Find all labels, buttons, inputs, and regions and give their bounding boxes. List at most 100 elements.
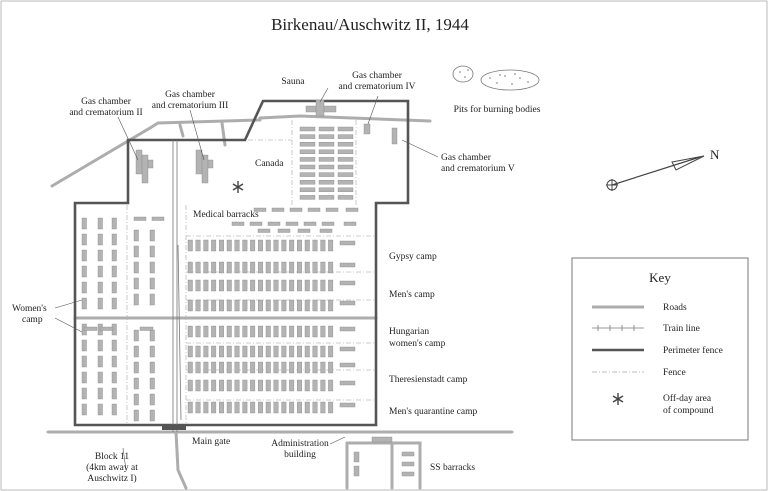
barrack (218, 239, 224, 252)
barrack (320, 239, 326, 252)
label-block-11-line1: Block 11 (95, 452, 129, 462)
label-ss-barracks: SS barracks (430, 463, 475, 473)
barrack (339, 362, 356, 368)
barrack (195, 325, 201, 338)
barrack (242, 361, 248, 374)
barrack (328, 325, 334, 338)
barrack (81, 297, 87, 310)
barrack (242, 239, 248, 252)
label-hungarian-line2: women's camp (389, 339, 446, 349)
label-quarantine: Men's quarantine camp (389, 407, 477, 417)
barrack (81, 265, 87, 278)
barrack (203, 279, 209, 292)
barrack (281, 345, 287, 358)
barrack (304, 299, 310, 312)
barrack (339, 280, 356, 286)
barrack (339, 300, 356, 306)
barrack (234, 239, 240, 252)
barrack (111, 281, 117, 294)
barrack (320, 345, 326, 358)
barrack (304, 239, 310, 252)
label-crematorium-ii-line1: Gas chamber (81, 97, 132, 107)
barrack (97, 233, 103, 246)
barrack (304, 379, 310, 392)
label-pits: Pits for burning bodies (454, 104, 541, 115)
barrack (250, 361, 256, 374)
barrack (328, 261, 334, 274)
barrack (299, 195, 316, 200)
barrack (337, 126, 354, 132)
barrack (187, 361, 193, 374)
barrack (211, 325, 217, 338)
label-gypsy-camp: Gypsy camp (389, 252, 437, 262)
barrack (337, 187, 354, 193)
barrack (242, 379, 248, 392)
barrack (211, 345, 217, 358)
barrack (203, 239, 209, 252)
label-admin-line2: building (284, 450, 316, 460)
barrack (218, 279, 224, 292)
barrack (289, 207, 303, 212)
barrack (297, 279, 302, 292)
barrack (218, 299, 224, 312)
barrack (97, 217, 103, 230)
barrack (353, 451, 360, 463)
barrack (187, 239, 193, 252)
barrack (271, 207, 285, 212)
barrack (234, 325, 240, 338)
barrack (97, 297, 103, 310)
barrack (371, 436, 393, 443)
barrack (312, 279, 318, 292)
train-line (172, 140, 182, 432)
barrack (318, 134, 335, 139)
barrack (328, 379, 334, 392)
barrack (353, 465, 360, 477)
label-crematorium-iv-line1: Gas chamber (352, 71, 403, 81)
barrack (149, 245, 155, 258)
barrack (273, 361, 279, 374)
label-leaders (54, 87, 439, 471)
barrack (226, 279, 232, 292)
label-block-11-line3: Auschwitz I) (87, 473, 136, 484)
barrack (242, 261, 248, 274)
barrack (195, 239, 201, 252)
barrack (299, 141, 316, 147)
barrack (289, 361, 295, 374)
barrack (265, 345, 271, 358)
crematorium-ii (135, 149, 154, 184)
barrack (133, 377, 139, 390)
barrack (299, 134, 316, 139)
barrack (339, 326, 356, 332)
label-womens-line1: Women's (12, 304, 47, 314)
barrack (218, 379, 224, 392)
barrack (203, 401, 209, 414)
barrack (250, 279, 256, 292)
barrack (299, 187, 316, 193)
barrack (258, 361, 263, 374)
barrack (328, 239, 334, 252)
barrack (250, 401, 256, 414)
barrack (328, 361, 334, 374)
barrack (281, 361, 287, 374)
barrack (211, 361, 217, 374)
barrack (273, 299, 279, 312)
barrack (297, 401, 302, 414)
barrack (149, 229, 155, 242)
crematorium-iv (363, 123, 371, 135)
barrack (195, 379, 201, 392)
barrack (218, 401, 224, 414)
barrack (111, 403, 117, 416)
key-train-label: Train line (663, 324, 700, 334)
label-theresienstadt: Theresienstadt camp (389, 375, 468, 385)
barrack (187, 379, 193, 392)
north-label: N (710, 147, 720, 162)
barrack (289, 261, 295, 274)
barrack (250, 325, 256, 338)
barrack (318, 164, 335, 170)
barrack (312, 361, 318, 374)
barrack (299, 126, 316, 132)
label-sauna: Sauna (281, 77, 305, 87)
barrack (133, 329, 139, 342)
key-train-symbol (592, 325, 644, 331)
